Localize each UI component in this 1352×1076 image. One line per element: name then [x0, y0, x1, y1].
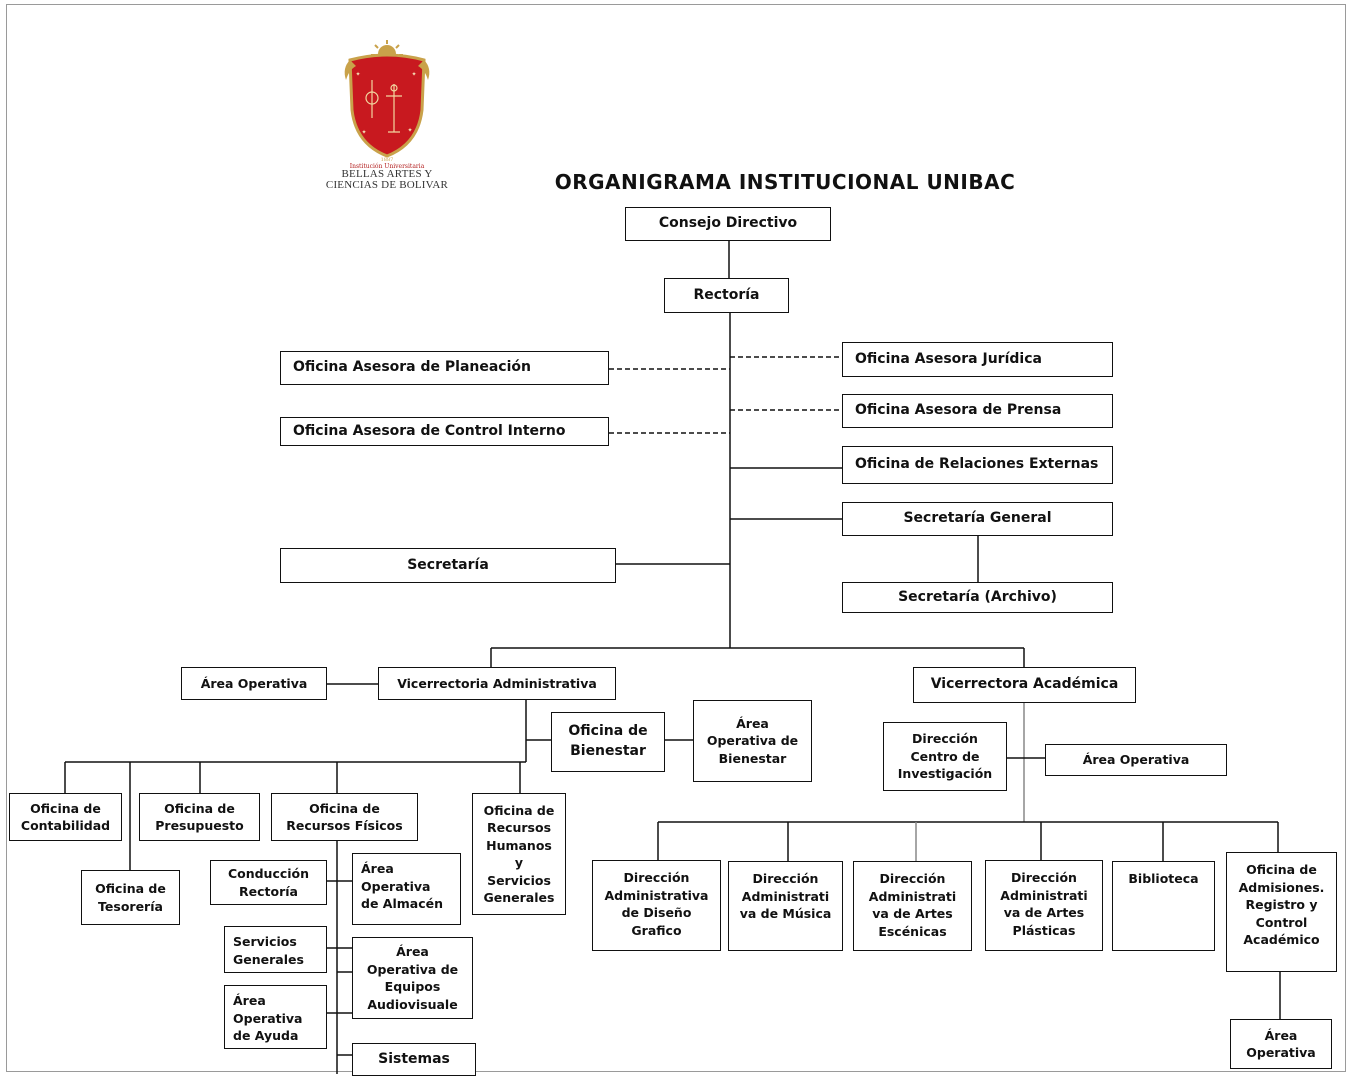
node-area-operativa-academica: Área Operativa [1045, 744, 1227, 776]
node-rectoria: Rectoría [664, 278, 789, 313]
svg-text:1887: 1887 [381, 157, 394, 163]
node-artes-escenicas: Dirección Administrati va de Artes Escén… [853, 861, 972, 951]
node-recursos-fisicos: Oficina de Recursos Físicos [271, 793, 418, 841]
page-title: ORGANIGRAMA INSTITUCIONAL UNIBAC [554, 170, 1016, 194]
node-prensa: Oficina Asesora de Prensa [842, 394, 1113, 428]
node-musica: Dirección Administrati va de Música [728, 861, 843, 951]
logo-name-line1: BELLAS ARTES Y [341, 168, 433, 180]
node-area-operativa-admisiones: Área Operativa [1230, 1019, 1332, 1069]
node-area-operativa-ayuda: Área Operativa de Ayuda [224, 985, 327, 1049]
svg-text:✦: ✦ [355, 71, 360, 78]
svg-text:✦: ✦ [411, 71, 416, 78]
node-area-operativa-bienestar: Área Operativa de Bienestar [693, 700, 812, 782]
node-biblioteca: Biblioteca [1112, 861, 1215, 951]
node-tesoreria: Oficina de Tesorería [81, 870, 180, 925]
node-servicios-generales: Servicios Generales [224, 926, 327, 973]
node-vicerrectora-academica: Vicerrectora Académica [913, 667, 1136, 703]
node-consejo-directivo: Consejo Directivo [625, 207, 831, 241]
node-area-operativa-almacen: Área Operativa de Almacén [352, 853, 461, 925]
node-sistemas: Sistemas [352, 1043, 476, 1076]
node-area-operativa-audiovisuales: Área Operativa de Equipos Audiovisuale [352, 937, 473, 1019]
node-oficina-bienestar: Oficina de Bienestar [551, 712, 665, 772]
node-vicerrectoria-administrativa: Vicerrectoria Administrativa [378, 667, 616, 700]
node-secretaria-archivo: Secretaría (Archivo) [842, 582, 1113, 613]
node-area-operativa-admin: Área Operativa [181, 667, 327, 700]
shield-icon [348, 53, 426, 158]
node-secretaria-general: Secretaría General [842, 502, 1113, 536]
unibac-logo: ✦ ✦ ✦ ✦ 1887 [344, 40, 430, 163]
svg-text:✦: ✦ [407, 127, 412, 134]
node-juridica: Oficina Asesora Jurídica [842, 342, 1113, 377]
svg-text:✦: ✦ [361, 129, 366, 136]
node-admisiones: Oficina de Admisiones. Registro y Contro… [1226, 852, 1337, 972]
node-recursos-humanos: Oficina de Recursos Humanos y Servicios … [472, 793, 566, 915]
node-secretaria: Secretaría [280, 548, 616, 583]
node-control-interno: Oficina Asesora de Control Interno [280, 417, 609, 446]
node-planeacion: Oficina Asesora de Planeación [280, 351, 609, 385]
node-contabilidad: Oficina de Contabilidad [9, 793, 122, 841]
node-presupuesto: Oficina de Presupuesto [139, 793, 260, 841]
node-artes-plasticas: Dirección Administrati va de Artes Plást… [985, 860, 1103, 951]
logo-subtitle: Institución Universitaria [349, 163, 425, 170]
node-conduccion-rectoria: Conducción Rectoría [210, 860, 327, 905]
logo-name-line2: CIENCIAS DE BOLIVAR [325, 179, 449, 191]
node-centro-investigacion: Dirección Centro de Investigación [883, 722, 1007, 791]
node-diseno-grafico: Dirección Administrativa de Diseño Grafi… [592, 860, 721, 951]
node-relaciones-externas: Oficina de Relaciones Externas [842, 446, 1113, 484]
